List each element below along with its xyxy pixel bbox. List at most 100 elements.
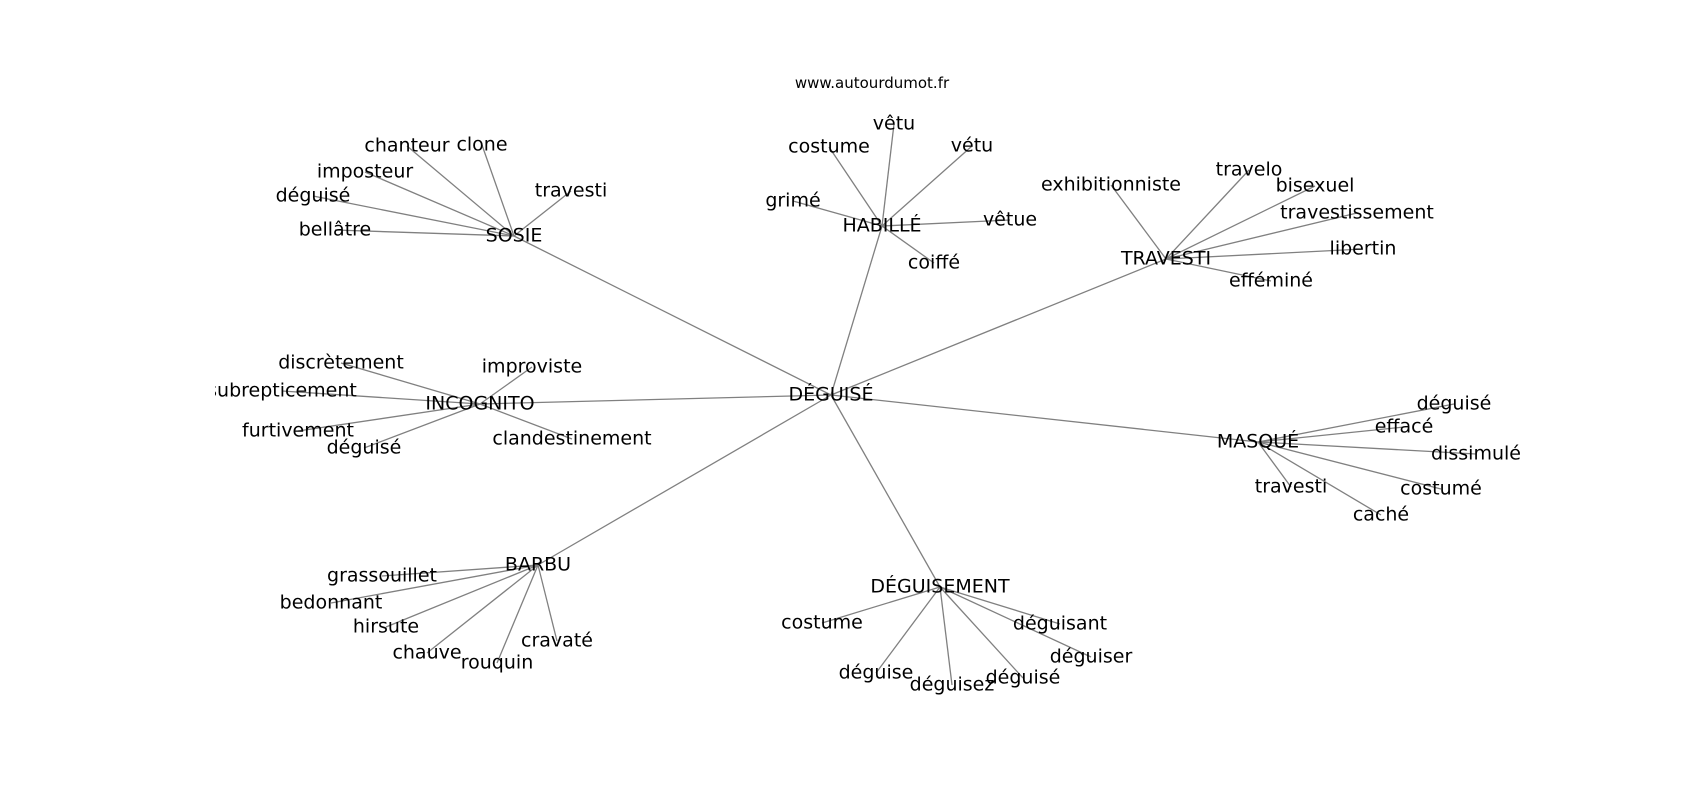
word-node: vêtu xyxy=(873,113,915,135)
edge-hub-to-word xyxy=(479,366,533,405)
word-node: furtivement xyxy=(242,420,354,442)
edge-hub-to-word xyxy=(939,586,1092,658)
edge-hub-to-word xyxy=(340,362,481,405)
edge-hub-to-word xyxy=(481,144,515,237)
word-node: efféminé xyxy=(1229,270,1313,292)
word-node: dissimulé xyxy=(1431,443,1521,465)
edge-hub-to-word xyxy=(792,200,883,227)
hub-node: DÉGUISEMENT xyxy=(870,575,1010,598)
hub-node: INCOGNITO xyxy=(425,393,534,415)
edge-center-to-hub xyxy=(830,394,1259,443)
word-node: travelo xyxy=(1216,159,1283,181)
edge-hub-to-word xyxy=(297,403,481,432)
word-node: hirsute xyxy=(353,616,419,638)
edge-hub-to-word xyxy=(1257,403,1455,443)
hub-node: SOSIE xyxy=(486,225,543,247)
word-node: travestissement xyxy=(1280,202,1434,224)
center-node: DÉGUISÉ xyxy=(789,383,874,406)
edge-hub-to-word xyxy=(1110,184,1167,260)
word-node: grimé xyxy=(765,190,820,212)
edge-hub-to-word xyxy=(1257,441,1477,455)
edge-center-to-hub xyxy=(830,394,941,588)
word-node: clone xyxy=(456,134,507,156)
edge-hub-to-word xyxy=(406,145,515,237)
word-node: costumé xyxy=(1400,478,1482,500)
edge-hub-to-word xyxy=(496,564,539,664)
source-url: www.autourdumot.fr xyxy=(795,74,950,92)
edge-hub-to-word xyxy=(1257,426,1405,443)
edge-hub-to-word xyxy=(939,586,1024,679)
word-node: discrètement xyxy=(278,352,404,374)
edge-hub-to-word xyxy=(1257,441,1442,490)
word-node: vêtue xyxy=(983,209,1037,231)
edge-center-to-hub xyxy=(537,394,832,566)
edge-hub-to-word xyxy=(881,145,973,227)
word-node: costume xyxy=(781,612,863,634)
word-node: subrepticement xyxy=(207,380,357,402)
edge-hub-to-word xyxy=(1257,441,1382,516)
word-node: clandestinement xyxy=(492,428,651,450)
word-node: rouquin xyxy=(461,652,533,674)
word-node: déguisé xyxy=(327,437,402,459)
word-node: chanteur xyxy=(364,135,449,157)
word-node: bedonnant xyxy=(280,592,383,614)
edge-hub-to-word xyxy=(537,564,558,642)
edge-hub-to-word xyxy=(828,146,883,227)
word-node: caché xyxy=(1353,504,1409,526)
edge-hub-to-word xyxy=(312,195,515,237)
edge-hub-to-word xyxy=(426,564,539,654)
edge-hub-to-word xyxy=(281,390,481,405)
edge-hub-to-word xyxy=(939,586,1061,625)
word-node: exhibitionniste xyxy=(1041,174,1181,196)
word-node: déguisé xyxy=(986,667,1061,689)
word-node: imposteur xyxy=(317,161,414,183)
edge-hub-to-word xyxy=(881,219,1011,227)
word-node: bisexuel xyxy=(1276,175,1355,197)
edge-hub-to-word xyxy=(385,564,539,628)
word-node: libertin xyxy=(1330,238,1397,260)
word-node: déguise xyxy=(839,662,914,684)
edge-hub-to-word xyxy=(1165,258,1272,282)
word-node: vétu xyxy=(951,135,993,157)
edge-hub-to-word xyxy=(381,564,539,577)
word-node: déguiser xyxy=(1050,646,1133,668)
edge-hub-to-word xyxy=(1165,248,1364,260)
edge-hub-to-word xyxy=(1165,169,1250,260)
word-node: bellâtre xyxy=(299,219,371,241)
word-node: effacé xyxy=(1375,416,1434,438)
edge-hub-to-word xyxy=(479,403,573,440)
edge-center-to-hub xyxy=(513,235,832,396)
edge-hub-to-word xyxy=(821,586,941,624)
edge-hub-to-word xyxy=(513,190,572,237)
word-node: déguisant xyxy=(1013,613,1107,635)
edge-hub-to-word xyxy=(939,586,953,686)
edge-hub-to-word xyxy=(881,123,895,227)
word-node: déguisez xyxy=(910,674,995,696)
word-node: déguisé xyxy=(276,185,351,207)
word-node: improviste xyxy=(482,356,582,378)
graph-edges xyxy=(281,123,1477,686)
word-node: chauve xyxy=(392,642,461,664)
edge-hub-to-word xyxy=(363,403,481,449)
edge-hub-to-word xyxy=(364,171,515,237)
word-node: déguisé xyxy=(1417,393,1492,415)
edge-hub-to-word xyxy=(881,225,935,264)
hub-node: HABILLÉ xyxy=(842,214,921,237)
word-node: costume xyxy=(788,136,870,158)
edge-hub-to-word xyxy=(334,229,515,237)
word-node: travesti xyxy=(535,180,607,202)
edge-hub-to-word xyxy=(1165,185,1316,260)
word-node: travesti xyxy=(1255,476,1327,498)
word-node: grassouillet xyxy=(327,565,437,587)
hub-node: BARBU xyxy=(505,554,571,576)
edge-hub-to-word xyxy=(330,564,539,604)
edge-center-to-hub xyxy=(830,258,1167,396)
edge-hub-to-word xyxy=(1257,441,1292,488)
word-node: coiffé xyxy=(908,252,960,274)
edge-center-to-hub xyxy=(479,394,832,405)
edge-hub-to-word xyxy=(875,586,941,674)
hub-node: TRAVESTI xyxy=(1120,248,1211,270)
hub-node: MASQUÉ xyxy=(1217,430,1299,453)
